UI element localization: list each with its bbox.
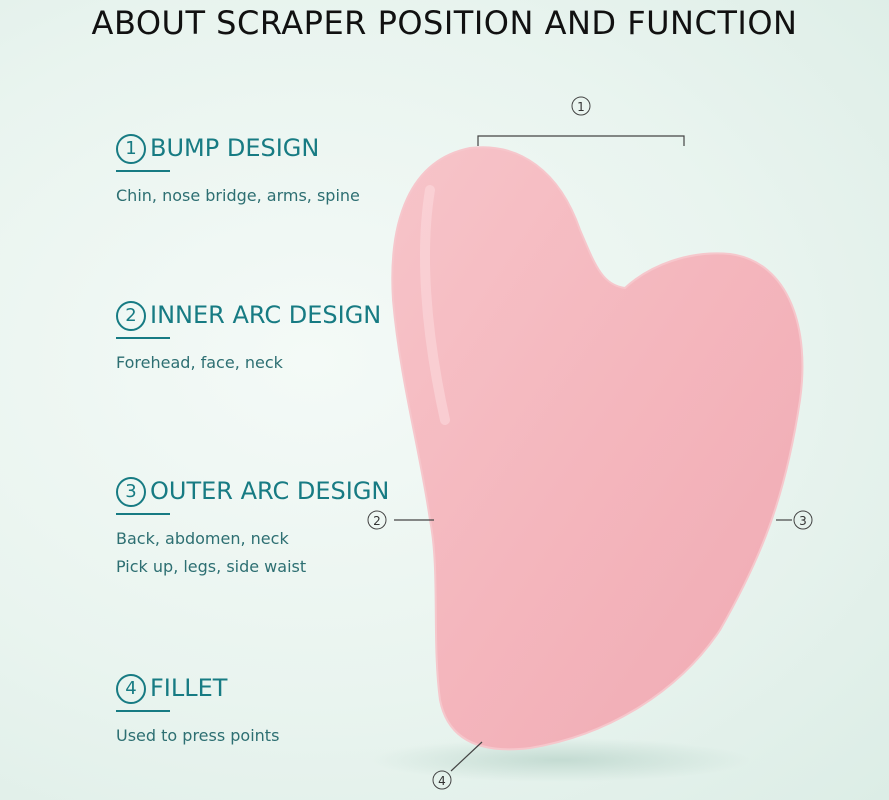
description-line: Pick up, legs, side waist — [116, 556, 307, 576]
marker-4-line — [450, 741, 483, 772]
page-title: ABOUT SCRAPER POSITION AND FUNCTION — [91, 4, 798, 42]
heading-underline — [116, 170, 170, 172]
heading-underline — [116, 337, 170, 339]
description-line: Used to press points — [116, 725, 280, 745]
feature-title: OUTER ARC DESIGN — [150, 477, 390, 505]
number-badge: 4 — [116, 674, 146, 704]
marker-4-label: 4 — [438, 774, 446, 788]
marker-4-circle — [432, 770, 452, 790]
feature-title: BUMP DESIGN — [150, 134, 320, 162]
feature-description: Chin, nose bridge, arms, spine — [116, 182, 360, 210]
description-line: Forehead, face, neck — [116, 352, 283, 372]
feature-description: Used to press points — [116, 722, 279, 750]
number-badge: 2 — [116, 301, 146, 331]
stone-shadow — [370, 738, 750, 782]
feature-title: INNER ARC DESIGN — [150, 301, 382, 329]
feature-description: Forehead, face, neck — [116, 349, 381, 377]
marker-2-circle — [367, 510, 387, 530]
marker-1-circle — [571, 96, 591, 116]
marker-2-label: 2 — [373, 514, 381, 528]
number-badge: 1 — [116, 134, 146, 164]
marker-3-label: 3 — [799, 514, 807, 528]
feature-description: Back, abdomen, neck Pick up, legs, side … — [116, 525, 389, 581]
number-badge: 3 — [116, 477, 146, 507]
marker-3-circle — [793, 510, 813, 530]
feature-title: FILLET — [150, 674, 228, 702]
stone-highlight — [420, 185, 450, 425]
description-line: Back, abdomen, neck — [116, 528, 289, 548]
description-line: Chin, nose bridge, arms, spine — [116, 185, 360, 205]
heading-underline — [116, 710, 170, 712]
heading-underline — [116, 513, 170, 515]
gua-sha-stone-icon — [391, 146, 804, 751]
bump-bracket — [477, 135, 685, 146]
marker-1-label: 1 — [577, 100, 585, 114]
